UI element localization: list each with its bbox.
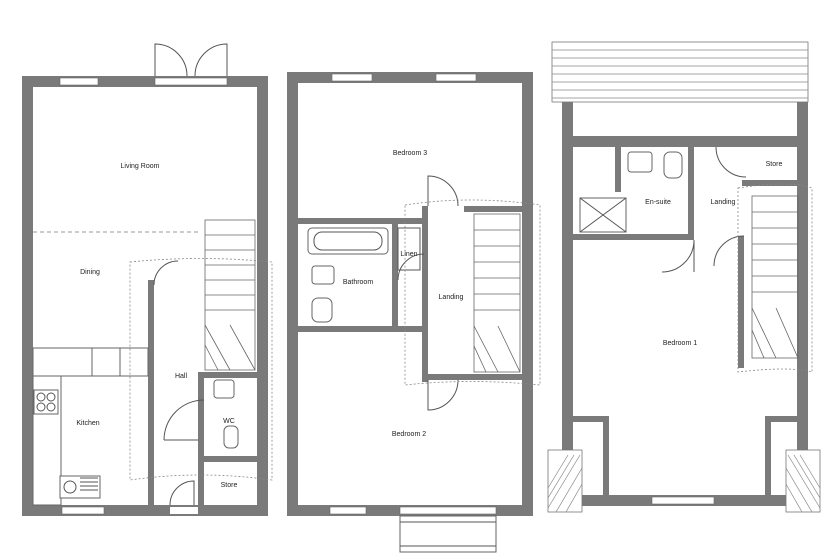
label-bedroom1: Bedroom 1 <box>663 340 697 347</box>
front-door-gap <box>170 507 198 514</box>
kitchen-sink <box>59 475 101 499</box>
hall-west-wall <box>148 280 154 510</box>
first-west-wall <box>287 72 298 516</box>
bedroom1-window <box>651 496 715 505</box>
ground-stairs <box>129 219 273 481</box>
ensuite-east-wall <box>688 147 694 240</box>
first-floor-plan: Bedroom 3 Bathroom Linen Landing Bedroom… <box>287 72 541 553</box>
dormer-left-wall <box>573 416 609 422</box>
ensuite-west-wall <box>615 147 621 192</box>
bedroom3-window-left <box>331 73 373 82</box>
store-north-wall <box>198 456 257 462</box>
dormer-right-side <box>765 416 771 496</box>
label-bedroom3: Bedroom 3 <box>393 150 427 157</box>
ground-west-wall <box>22 76 33 516</box>
ground-stair-outline <box>129 258 273 481</box>
ground-south-wall <box>22 505 268 516</box>
ensuite-south-wall <box>573 234 693 240</box>
bathroom-basin <box>311 265 335 285</box>
store-west-wall <box>198 462 204 510</box>
kitchen-counter-top <box>32 347 149 377</box>
ensuite-basin <box>627 151 653 173</box>
bay-window <box>399 515 497 553</box>
ensuite-toilet <box>663 151 683 179</box>
first-stair-outline <box>404 199 541 386</box>
wc-north-wall <box>198 372 257 378</box>
label-landing-first: Landing <box>439 294 464 301</box>
wc-basin <box>213 379 235 399</box>
label-bedroom2: Bedroom 2 <box>392 431 426 438</box>
bathroom-door-swing <box>397 253 425 281</box>
ensuite-door-swing <box>661 239 695 273</box>
bedroom2-door-swing <box>427 379 459 411</box>
wc-door-swing <box>163 399 205 441</box>
store-south-wall <box>742 180 797 186</box>
label-living-room: Living Room <box>121 163 160 170</box>
landing-south-wall <box>428 374 522 380</box>
label-hall: Hall <box>175 373 188 380</box>
dormer-hatch-right <box>785 449 821 513</box>
second-north-wall <box>573 136 797 147</box>
label-wc: WC <box>223 418 235 425</box>
living-window <box>59 77 99 86</box>
bedroom2-window-left <box>329 506 367 515</box>
dormer-right-wall <box>765 416 797 422</box>
ground-floor-plan: Living Room Dining Kitchen Hall WC Store <box>22 43 273 516</box>
french-doors <box>154 77 228 86</box>
bathroom-toilet <box>311 297 333 323</box>
first-stairs <box>404 199 541 386</box>
bedroom2-window-bay <box>399 506 497 515</box>
bathtub <box>307 227 389 255</box>
label-store-second: Store <box>766 161 783 168</box>
second-stairs <box>737 183 813 373</box>
first-north-wall <box>287 72 533 83</box>
dormer-left-side <box>603 416 609 496</box>
bathroom-east-wall <box>392 218 398 332</box>
label-dining: Dining <box>80 269 100 276</box>
front-door-swing <box>169 480 195 506</box>
dormer-hatch-left <box>547 449 583 513</box>
label-store-ground: Store <box>221 482 238 489</box>
second-west-wall <box>562 102 573 506</box>
landing-north-wall <box>464 206 522 212</box>
roof-overhang <box>551 41 809 103</box>
label-ensuite: En-suite <box>645 199 671 206</box>
label-bathroom: Bathroom <box>343 279 374 286</box>
bedroom3-window-right <box>435 73 477 82</box>
bedroom3-door-swing <box>427 175 459 207</box>
label-landing-second: Landing <box>711 199 736 206</box>
first-east-wall <box>522 72 533 516</box>
hall-door-swing <box>153 260 179 286</box>
stair-west-wall <box>738 236 744 368</box>
wc-west-wall <box>198 372 204 462</box>
second-floor-plan: En-suite Landing Store Bedroom 1 <box>547 41 821 513</box>
label-linen: Linen <box>400 251 417 258</box>
fridge <box>91 347 121 377</box>
ground-east-wall <box>257 76 268 516</box>
bedroom2-north-wall <box>298 326 422 332</box>
label-kitchen: Kitchen <box>76 420 99 427</box>
linen-cupboard <box>397 227 421 271</box>
french-door-right-swing <box>194 43 228 77</box>
french-door-left-swing <box>154 43 188 77</box>
landing-door-swing <box>713 235 745 267</box>
wc-toilet <box>223 425 239 449</box>
second-east-wall <box>797 102 808 506</box>
ground-north-wall <box>22 76 268 87</box>
kitchen-window <box>61 506 105 515</box>
landing-west-wall <box>422 206 428 382</box>
store-door-swing <box>715 146 747 178</box>
bathroom-north-wall <box>298 218 428 224</box>
hob <box>33 389 59 415</box>
